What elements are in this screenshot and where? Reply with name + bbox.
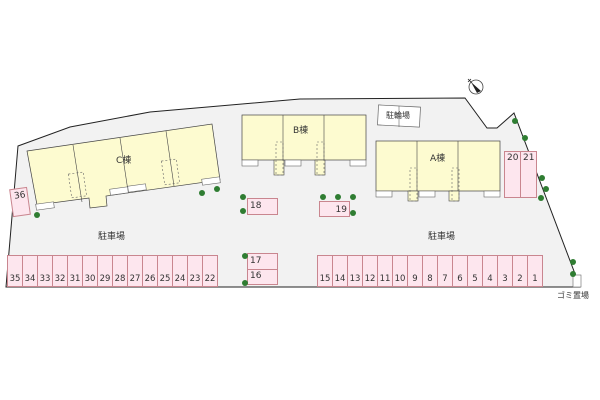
tree-icon bbox=[199, 190, 205, 196]
parking-slot: 13 bbox=[347, 255, 363, 287]
garbage-area bbox=[572, 274, 582, 288]
tree-icon bbox=[538, 195, 544, 201]
parking-slot-18: 18 bbox=[247, 198, 278, 215]
parking-slot: 22 bbox=[202, 255, 218, 287]
bicycle-parking-label: 駐輪場 bbox=[386, 111, 410, 120]
parking-slot-20: 20 bbox=[504, 151, 521, 198]
tree-icon bbox=[34, 212, 40, 218]
building-b-label: B棟 bbox=[293, 126, 309, 136]
tree-icon bbox=[214, 186, 220, 192]
parking-slot: 35 bbox=[7, 255, 23, 287]
parking-slot: 7 bbox=[437, 255, 453, 287]
parking-slot: 15 bbox=[317, 255, 333, 287]
parking-slot: 25 bbox=[157, 255, 173, 287]
parking-slot: 2 bbox=[512, 255, 528, 287]
parking-slot: 23 bbox=[187, 255, 203, 287]
parking-slot-36: 36 bbox=[9, 186, 31, 218]
tree-icon bbox=[512, 118, 518, 124]
parking-slot: 10 bbox=[392, 255, 408, 287]
parking-row-left: 35 34 33 32 31 30 29 28 27 26 25 24 23 2… bbox=[7, 255, 218, 287]
parking-slot: 26 bbox=[142, 255, 158, 287]
parking-slot-19: 19 bbox=[319, 201, 350, 217]
tree-icon bbox=[240, 208, 246, 214]
tree-icon bbox=[350, 210, 356, 216]
building-c-label: C棟 bbox=[116, 156, 132, 166]
parking-slot: 5 bbox=[467, 255, 483, 287]
parking-slot: 3 bbox=[497, 255, 513, 287]
parking-slot: 29 bbox=[97, 255, 113, 287]
parking-slot-17: 17 bbox=[247, 253, 278, 270]
garbage-label: ゴミ置場 bbox=[557, 291, 589, 300]
building-b bbox=[241, 114, 367, 176]
building-c bbox=[26, 123, 221, 211]
tree-icon bbox=[242, 280, 248, 286]
parking-slot-21: 21 bbox=[520, 151, 537, 198]
parking-slot: 33 bbox=[37, 255, 53, 287]
parking-slot: 11 bbox=[377, 255, 393, 287]
parking-slot: 6 bbox=[452, 255, 468, 287]
parking-slot: 14 bbox=[332, 255, 348, 287]
parking-label-left: 駐車場 bbox=[98, 232, 126, 242]
tree-icon bbox=[240, 194, 246, 200]
parking-slot: 9 bbox=[407, 255, 423, 287]
tree-icon bbox=[350, 194, 356, 200]
parking-slot: 30 bbox=[82, 255, 98, 287]
tree-icon bbox=[570, 259, 576, 265]
parking-slot: 27 bbox=[127, 255, 143, 287]
parking-row-right: 15 14 13 12 11 10 9 8 7 6 5 4 3 2 1 bbox=[317, 255, 543, 287]
tree-icon bbox=[320, 194, 326, 200]
north-arrow-icon bbox=[467, 78, 484, 95]
tree-icon bbox=[539, 175, 545, 181]
bicycle-parking bbox=[377, 104, 421, 128]
parking-slot: 34 bbox=[22, 255, 38, 287]
parking-slot: 32 bbox=[52, 255, 68, 287]
parking-slot: 4 bbox=[482, 255, 498, 287]
tree-icon bbox=[570, 271, 576, 277]
parking-slot: 24 bbox=[172, 255, 188, 287]
tree-icon bbox=[242, 253, 248, 259]
parking-slot: 28 bbox=[112, 255, 128, 287]
building-a bbox=[375, 140, 501, 202]
parking-slot: 12 bbox=[362, 255, 378, 287]
parking-slot-16: 16 bbox=[247, 269, 278, 285]
tree-icon bbox=[543, 186, 549, 192]
tree-icon bbox=[522, 135, 528, 141]
parking-slot: 8 bbox=[422, 255, 438, 287]
parking-slot: 31 bbox=[67, 255, 83, 287]
parking-label-right: 駐車場 bbox=[428, 232, 456, 242]
parking-slot: 1 bbox=[527, 255, 543, 287]
building-a-label: A棟 bbox=[430, 154, 446, 164]
tree-icon bbox=[335, 194, 341, 200]
